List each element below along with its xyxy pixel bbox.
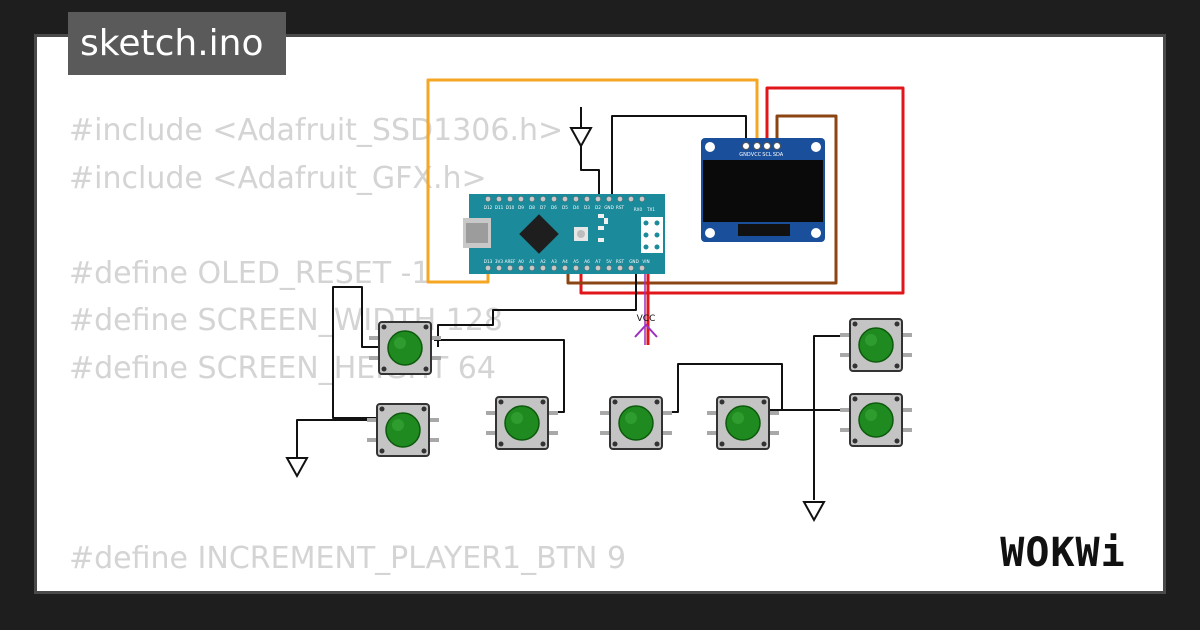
code-line: #define DECREMENT_PLAYER1_BTN 8	[69, 582, 637, 591]
board-pin-label: AREF	[505, 259, 516, 264]
wire-brown	[566, 114, 838, 285]
board-pin-label: RX0	[634, 207, 643, 212]
board-pin[interactable]	[518, 265, 524, 271]
wire-black	[437, 268, 637, 347]
wire-black	[332, 286, 378, 419]
board-pin[interactable]	[595, 196, 601, 202]
push-button[interactable]	[367, 403, 439, 457]
board-pin[interactable]	[617, 265, 623, 271]
board-pin[interactable]	[584, 196, 590, 202]
push-button[interactable]	[369, 321, 441, 375]
wokwi-logo: WOKWi	[1000, 530, 1125, 576]
board-pin[interactable]	[584, 265, 590, 271]
ground-icon	[569, 127, 593, 149]
wire-black	[813, 335, 848, 500]
board-pin[interactable]	[496, 196, 502, 202]
board-pin-label: D10	[506, 205, 515, 210]
board-pin[interactable]	[518, 196, 524, 202]
board-pin-label: 3V3	[495, 259, 504, 264]
board-pin-label: D4	[573, 205, 579, 210]
board-pin-label: GND	[604, 205, 614, 210]
board-pin[interactable]	[496, 265, 502, 271]
board-pin[interactable]	[595, 265, 601, 271]
board-pin-label: D6	[551, 205, 557, 210]
code-line: #include <Adafruit_SSD1306.h>	[69, 113, 564, 148]
board-pin-label: D7	[540, 205, 546, 210]
board-pin[interactable]	[573, 196, 579, 202]
preview-card: #include <Adafruit_SSD1306.h> #include <…	[34, 34, 1166, 594]
push-button[interactable]	[840, 318, 912, 372]
code-line: #define OLED_RESET -1	[69, 255, 431, 291]
board-pin[interactable]	[639, 196, 645, 202]
board-pin-label: D11	[495, 205, 504, 210]
wire-red	[579, 86, 905, 295]
board-pin-label: A2	[540, 259, 546, 264]
board-pin[interactable]	[562, 196, 568, 202]
oled-display[interactable]: GND VCC SCL SDA	[701, 138, 825, 242]
board-pin-label: A6	[584, 259, 590, 264]
board-pin[interactable]	[617, 196, 623, 202]
board-pin-label: D8	[529, 205, 535, 210]
push-button[interactable]	[486, 396, 558, 450]
board-pin[interactable]	[485, 196, 491, 202]
board-pin[interactable]	[628, 196, 634, 202]
push-button[interactable]	[600, 396, 672, 450]
ground-icon	[802, 501, 826, 523]
oled-pin-label: VCC	[751, 152, 762, 158]
oled-pin-label: SCL	[762, 152, 772, 158]
board-pin-label: A5	[573, 259, 579, 264]
board-pin-label: D3	[584, 205, 590, 210]
board-pin-label: RST	[616, 205, 625, 210]
board-pin-label: A1	[529, 259, 535, 264]
board-pin-label: A3	[551, 259, 557, 264]
board-pin-label: 5V	[606, 259, 612, 264]
vcc-arrow-icon	[634, 323, 658, 338]
board-pin[interactable]	[507, 265, 513, 271]
ground-icon	[285, 457, 309, 479]
board-pin[interactable]	[507, 196, 513, 202]
code-line: #define INCREMENT_PLAYER1_BTN 9	[69, 540, 627, 576]
oled-pin-label: GND	[739, 152, 751, 158]
board-pin[interactable]	[551, 196, 557, 202]
board-pin[interactable]	[529, 265, 535, 271]
board-pin-label: A4	[562, 259, 568, 264]
push-button[interactable]	[840, 393, 912, 447]
board-pin[interactable]	[485, 265, 491, 271]
board-pin[interactable]	[551, 265, 557, 271]
board-pin[interactable]	[562, 265, 568, 271]
board-pin[interactable]	[540, 265, 546, 271]
wire-black	[611, 115, 747, 198]
board-pin-label: D2	[595, 205, 601, 210]
board-pin[interactable]	[606, 196, 612, 202]
push-button[interactable]	[707, 396, 779, 450]
board-pin-label: D9	[518, 205, 524, 210]
board-pin[interactable]	[540, 196, 546, 202]
board-pin-label: TX1	[646, 207, 655, 212]
wire-black	[580, 107, 600, 198]
wokwi-logo-text: WOKWi	[1000, 530, 1125, 576]
code-line: #define SCREEN_WIDTH 128	[69, 303, 504, 338]
wire-orange	[426, 78, 759, 284]
board-pin[interactable]	[639, 265, 645, 271]
arduino-nano-board[interactable]: D12 D11 D10 D9 D8 D7 D6 D5 D4 D3 D2 GND …	[463, 194, 665, 274]
code-line: #include <Adafruit_GFX.h>	[69, 160, 487, 196]
board-pin-label: D5	[562, 205, 568, 210]
wire-black	[296, 419, 378, 458]
board-pin[interactable]	[606, 265, 612, 271]
board-pin[interactable]	[573, 265, 579, 271]
file-tab[interactable]: sketch.ino	[68, 12, 286, 75]
board-pin-label: D12	[484, 205, 493, 210]
board-pin-label: A7	[595, 259, 601, 264]
board-pin-label: RST	[616, 259, 625, 264]
code-editor: #include <Adafruit_SSD1306.h> #include <…	[69, 107, 637, 591]
board-pin-label: A0	[518, 259, 524, 264]
oled-pin-label: SDA	[773, 152, 784, 158]
board-pin[interactable]	[529, 196, 535, 202]
vcc-label: VCC	[637, 314, 656, 324]
board-pin-label: VIN	[642, 259, 649, 264]
board-pin-label: D13	[484, 259, 493, 264]
board-pin[interactable]	[628, 265, 634, 271]
board-pin-label: GND	[629, 259, 639, 264]
